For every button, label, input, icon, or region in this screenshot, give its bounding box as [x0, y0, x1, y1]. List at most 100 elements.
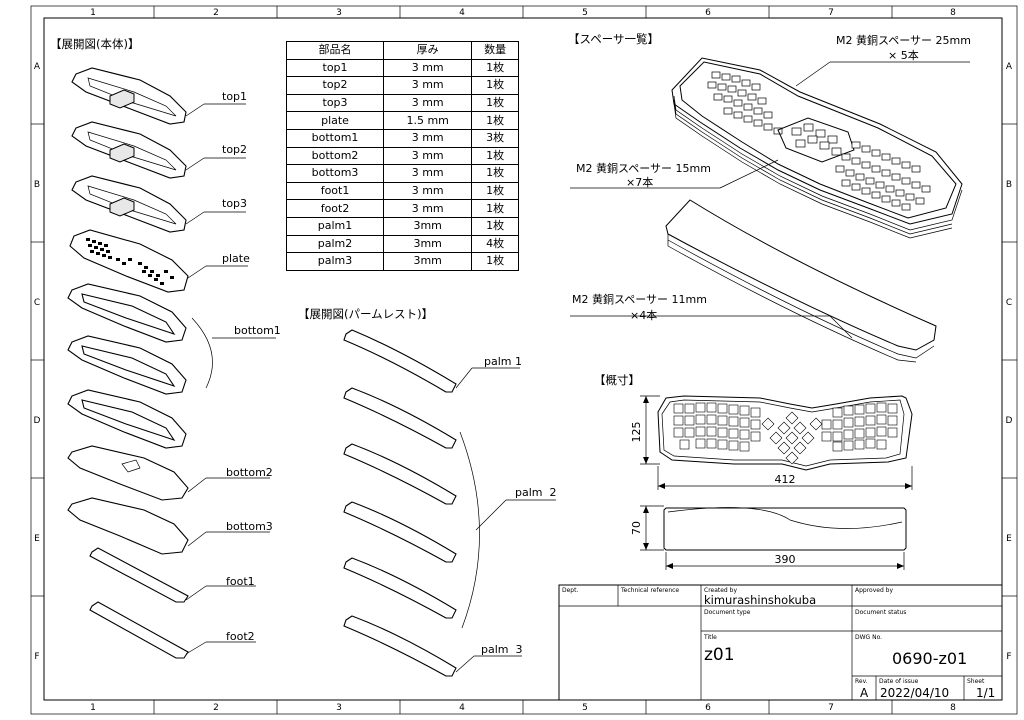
- cell-part: top2: [285, 76, 385, 95]
- cell-thickness: 3 mm: [383, 181, 473, 201]
- top3-label: top3: [222, 197, 247, 210]
- bottom3-label: bottom3: [226, 520, 273, 533]
- col-label: 2: [213, 8, 219, 18]
- foot2-part: [89, 601, 256, 659]
- top1-part: [71, 67, 246, 125]
- cell-qty: 1枚: [471, 252, 519, 271]
- cell-qty: 1枚: [471, 93, 519, 113]
- col-label: 5: [582, 8, 588, 18]
- cell-qty: 1枚: [471, 58, 519, 78]
- bottom2-part: [67, 445, 270, 501]
- row-label: A: [1006, 62, 1013, 72]
- date-value: 2022/04/10: [880, 686, 949, 700]
- cell-thickness: 3 mm: [383, 93, 473, 113]
- bottom3-part: [67, 497, 270, 555]
- cell-part: top3: [285, 93, 385, 113]
- palm1-label: palm 1: [484, 355, 522, 368]
- row-label: A: [34, 62, 41, 72]
- top2-part: [71, 121, 246, 179]
- keyboard-top-view: [640, 395, 913, 490]
- cell-thickness: 3mm: [383, 216, 473, 236]
- row-label: E: [1006, 534, 1012, 544]
- bottom2-label: bottom2: [226, 466, 273, 479]
- cell-qty: 1枚: [471, 164, 519, 183]
- header-thickness: 厚み: [383, 41, 473, 60]
- frame-ticks: [31, 6, 1017, 714]
- col-label: 6: [705, 703, 711, 713]
- spacer-15mm-label: M2 黄銅スペーサー 15mm: [576, 161, 711, 175]
- spacer-11mm-count: ×4本: [630, 308, 657, 322]
- palm-parts: [343, 329, 556, 677]
- approved-label: Approved by: [855, 587, 893, 594]
- cell-qty: 4枚: [471, 234, 519, 254]
- cell-qty: 3枚: [471, 128, 519, 148]
- row-label: F: [34, 652, 39, 662]
- header-part-name: 部品名: [285, 41, 385, 60]
- palm-width-dim: 390: [775, 553, 796, 566]
- sheet-value: 1/1: [976, 686, 995, 700]
- bottom1-label: bottom1: [234, 324, 281, 337]
- row-label: D: [34, 416, 41, 426]
- cell-thickness: 1.5 mm: [383, 111, 473, 130]
- row-label: B: [1006, 180, 1012, 190]
- col-label: 7: [828, 703, 834, 713]
- row-label: D: [1006, 416, 1013, 426]
- plate-part: [69, 229, 248, 293]
- palm-height-dim: 70: [630, 521, 643, 535]
- col-label: 8: [950, 703, 956, 713]
- top2-label: top2: [222, 143, 247, 156]
- cell-part: bottom1: [285, 128, 385, 148]
- palmrest-iso-view: [570, 199, 937, 363]
- rev-label: Rev.: [855, 678, 868, 685]
- rev-value: A: [860, 686, 869, 700]
- docstatus-label: Document status: [855, 609, 906, 616]
- cell-qty: 1枚: [471, 76, 519, 95]
- palm2-label: palm 2: [515, 486, 557, 499]
- cell-part: palm2: [285, 234, 385, 254]
- row-label: C: [1006, 298, 1012, 308]
- cell-qty: 1枚: [471, 111, 519, 130]
- title-label: Title: [703, 634, 717, 641]
- title-block: [558, 584, 1003, 701]
- palmrest-top-view: [640, 505, 907, 570]
- bottom1-parts: [67, 283, 276, 449]
- plate-label: plate: [222, 252, 250, 265]
- keyboard-iso-view: [570, 57, 970, 239]
- dimension-section-heading: 【概寸】: [594, 373, 640, 387]
- spacer-15mm-count: ×7本: [626, 175, 653, 189]
- doctype-label: Document type: [704, 609, 751, 616]
- created-label: Created by: [704, 587, 737, 594]
- cell-qty: 1枚: [471, 199, 519, 218]
- cell-part: palm3: [285, 252, 385, 271]
- cell-part: bottom2: [285, 146, 385, 166]
- cell-qty: 1枚: [471, 181, 519, 201]
- row-label: F: [1006, 652, 1011, 662]
- spacer-25mm-count: × 5本: [888, 48, 919, 62]
- col-label: 5: [582, 703, 588, 713]
- header-quantity: 数量: [471, 41, 519, 60]
- cell-part: foot1: [285, 181, 385, 201]
- row-label: C: [34, 298, 40, 308]
- kb-width-dim: 412: [775, 473, 796, 486]
- cell-qty: 1枚: [471, 216, 519, 236]
- cell-part: palm1: [285, 216, 385, 236]
- spacer-25mm-label: M2 黄銅スペーサー 25mm: [836, 33, 971, 47]
- cell-qty: 1枚: [471, 146, 519, 166]
- cell-thickness: 3 mm: [383, 146, 473, 166]
- spacer-section-heading: 【スペーサ一覧】: [568, 32, 659, 46]
- dwg-value: 0690-z01: [892, 649, 967, 668]
- palm-section-heading: 【展開図(パームレスト)】: [298, 307, 433, 321]
- cell-part: plate: [285, 111, 385, 130]
- cell-thickness: 3mm: [383, 252, 473, 271]
